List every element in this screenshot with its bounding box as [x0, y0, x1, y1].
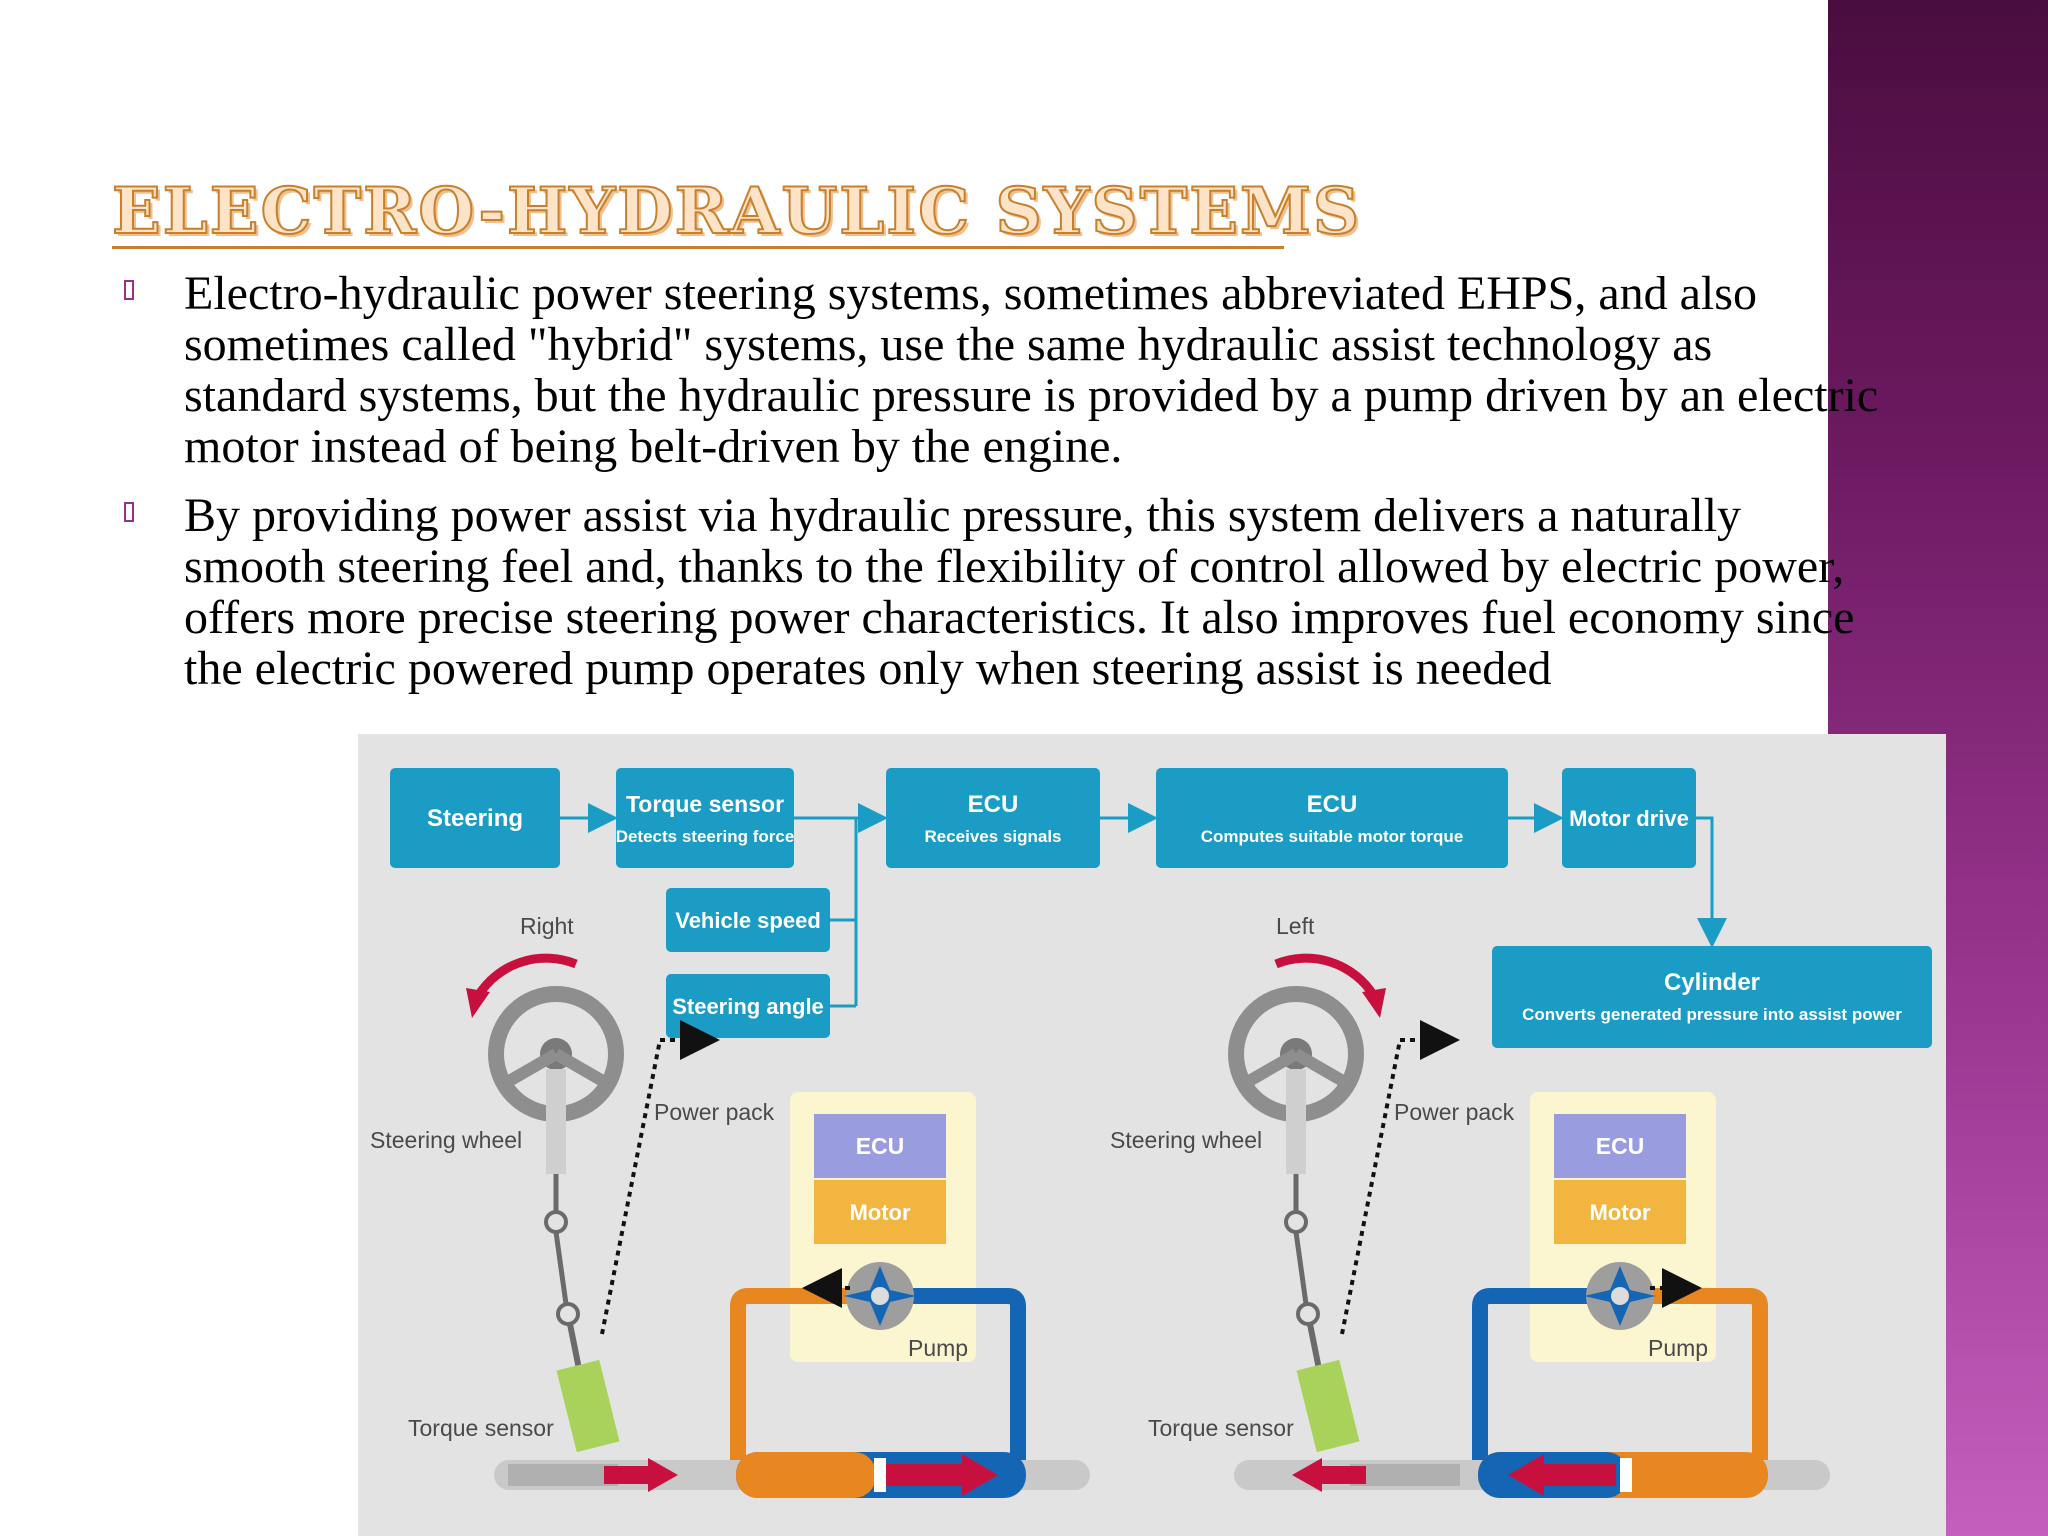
motor-label: Motor: [1589, 1200, 1651, 1225]
flow-vehicle-speed-label: Vehicle speed: [675, 908, 821, 933]
flow-ecu-receive-box: ECU Receives signals: [886, 768, 1100, 868]
ehps-diagram: Steering Torque sensor Detects steering …: [358, 734, 1946, 1536]
bullet-item: Electro-hydraulic power steering systems…: [124, 268, 1884, 472]
rack-arrow-left-icon: [1508, 1454, 1616, 1496]
rotate-left-arrow-icon: [1274, 953, 1378, 999]
right-view: Left Steering wheel Torque sensor Power …: [1110, 913, 1830, 1498]
flow-ecu-compute-sub: Computes suitable motor torque: [1201, 827, 1464, 846]
flow-cylinder-sub: Converts generated pressure into assist …: [1522, 1005, 1902, 1024]
slide-title: ELECTRO-HYDRAULIC SYSTEMS: [111, 174, 1362, 249]
pump-label: Pump: [908, 1335, 968, 1361]
ecu-label: ECU: [856, 1133, 905, 1159]
flow-ecu-compute-title: ECU: [1307, 791, 1358, 818]
flow-steering-angle-box: Steering angle: [666, 974, 830, 1038]
bullet-marker-icon: [124, 280, 134, 300]
motor-block: [1554, 1180, 1686, 1244]
flow-motor-drive-label: Motor drive: [1569, 806, 1689, 831]
ehps-diagram-svg: Steering Torque sensor Detects steering …: [370, 768, 1932, 1498]
left-view: Right Steering wheel Torque sensor Power…: [370, 913, 1090, 1498]
flow-connectors: [560, 803, 1727, 1008]
rotate-right-arrow-icon: [474, 953, 578, 999]
ecu-block: [1554, 1114, 1686, 1178]
flow-ecu-receive-title: ECU: [968, 791, 1019, 818]
torque-sensor-label: Torque sensor: [408, 1415, 554, 1441]
rack-arrow-right-icon: [886, 1454, 998, 1496]
steering-wheel-label: Steering wheel: [1110, 1127, 1262, 1153]
hose-orange: [730, 1288, 878, 1464]
bullet-list: Electro-hydraulic power steering systems…: [124, 268, 1884, 694]
hose-blue: [1472, 1288, 1620, 1464]
flow-torque-sensor-box: Torque sensor Detects steering force: [616, 768, 795, 868]
torque-sensor-icon: [556, 1359, 620, 1453]
steering-wheel-label: Steering wheel: [370, 1127, 522, 1153]
flow-steering-angle-label: Steering angle: [672, 994, 824, 1019]
flow-ecu-receive-sub: Receives signals: [924, 827, 1061, 846]
motor-block: [814, 1180, 946, 1244]
ecu-label: ECU: [1596, 1133, 1645, 1159]
flow-cylinder-box: Cylinder Converts generated pressure int…: [1492, 946, 1932, 1048]
motor-label: Motor: [849, 1200, 911, 1225]
title-underline: [112, 246, 1284, 249]
power-pack-label: Power pack: [1394, 1099, 1515, 1125]
flow-steering-label: Steering: [427, 805, 523, 832]
power-pack-label: Power pack: [654, 1099, 775, 1125]
flow-steering-box: Steering: [390, 768, 560, 868]
bullet-item: By providing power assist via hydraulic …: [124, 490, 1884, 694]
direction-label: Left: [1276, 913, 1315, 939]
flow-cylinder-title: Cylinder: [1664, 969, 1760, 996]
bullet-text: By providing power assist via hydraulic …: [184, 489, 1855, 695]
bullet-marker-icon: [124, 502, 134, 522]
flow-ecu-compute-box: ECU Computes suitable motor torque: [1156, 768, 1508, 868]
torque-sensor-icon: [1296, 1359, 1360, 1453]
torque-sensor-label: Torque sensor: [1148, 1415, 1294, 1441]
flow-torque-sensor-sub: Detects steering force: [616, 827, 795, 846]
flow-vehicle-speed-box: Vehicle speed: [666, 888, 830, 952]
bullet-text: Electro-hydraulic power steering systems…: [184, 267, 1879, 473]
hose-blue: [878, 1288, 1026, 1464]
ecu-block: [814, 1114, 946, 1178]
pump-label: Pump: [1648, 1335, 1708, 1361]
hose-orange: [1620, 1288, 1768, 1464]
direction-label: Right: [520, 913, 574, 939]
flow-torque-sensor-title: Torque sensor: [626, 791, 784, 817]
flow-motor-drive-box: Motor drive: [1562, 768, 1696, 868]
